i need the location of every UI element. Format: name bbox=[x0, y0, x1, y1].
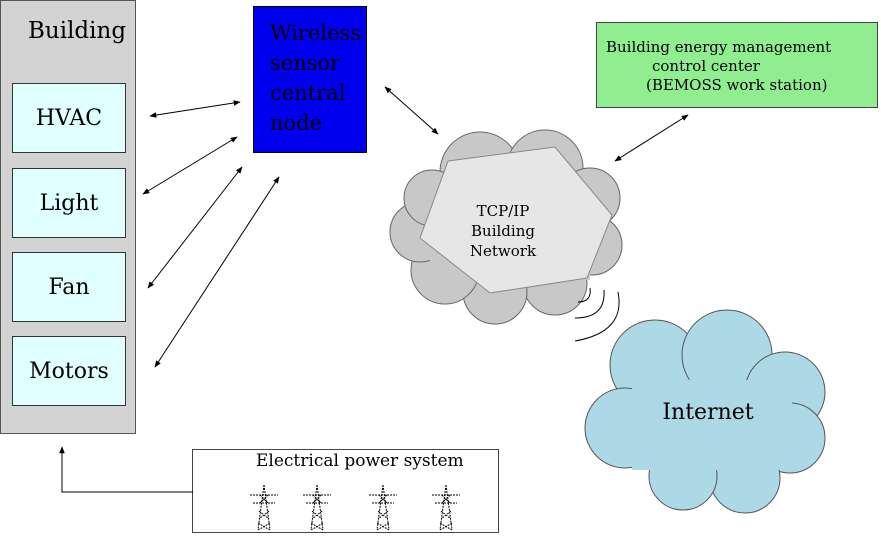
sensor-node-label: Wireless sensor central node bbox=[270, 18, 370, 138]
network-line-1: TCP/IP bbox=[476, 202, 530, 220]
network-line-3: Network bbox=[469, 242, 537, 260]
network-hexagon bbox=[419, 146, 613, 294]
subsystem-light: Light bbox=[12, 168, 126, 238]
wireless-signal-icon bbox=[574, 287, 620, 342]
arrow-motors-node bbox=[154, 176, 280, 368]
sensor-node-line-3: central bbox=[270, 81, 346, 105]
sensor-node-line-2: sensor bbox=[270, 51, 341, 75]
subsystem-hvac: HVAC bbox=[12, 83, 126, 153]
arrow-hvac-node bbox=[149, 100, 241, 118]
arrow-light-node bbox=[142, 136, 238, 195]
power-system-title: Electrical power system bbox=[256, 451, 464, 471]
subsystem-fan: Fan bbox=[12, 252, 126, 322]
network-cloud bbox=[389, 129, 623, 325]
power-system-box bbox=[192, 449, 499, 533]
bemoss-line-1: Building energy management bbox=[606, 38, 832, 56]
bemoss-line-2: control center bbox=[652, 57, 760, 75]
arrow-power-building bbox=[59, 446, 193, 493]
transmission-tower-icon bbox=[432, 484, 460, 531]
subsystem-motors: Motors bbox=[12, 336, 126, 406]
internet-cloud bbox=[584, 309, 826, 514]
arrow-network-bemoss bbox=[614, 114, 689, 162]
transmission-tower-icon bbox=[303, 484, 331, 531]
building-title: Building bbox=[28, 18, 127, 44]
network-label: TCP/IP Building Network bbox=[448, 201, 558, 261]
sensor-node-line-4: node bbox=[270, 111, 323, 135]
arrow-fan-node bbox=[147, 166, 243, 289]
bemoss-box bbox=[596, 22, 878, 108]
sensor-node-box bbox=[253, 6, 367, 153]
transmission-tower-icon bbox=[369, 484, 397, 531]
arrow-node-network bbox=[384, 86, 439, 135]
sensor-node-line-1: Wireless bbox=[270, 21, 362, 45]
network-line-2: Building bbox=[471, 222, 535, 240]
transmission-tower-icon bbox=[250, 484, 278, 531]
power-towers bbox=[250, 484, 460, 531]
internet-label: Internet bbox=[662, 400, 754, 425]
bemoss-line-3: (BEMOSS work station) bbox=[646, 76, 828, 94]
